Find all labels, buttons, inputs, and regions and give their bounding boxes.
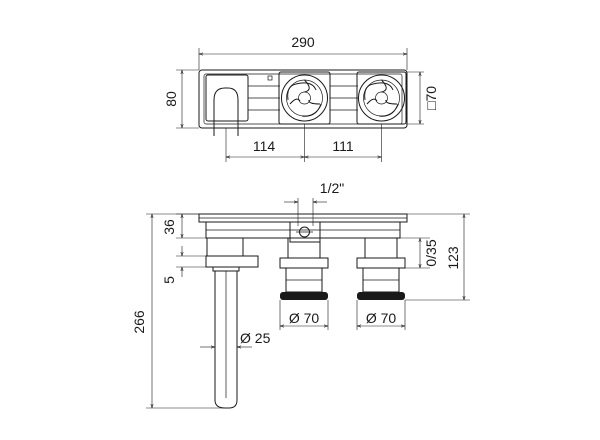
handle-right-knob: [357, 292, 405, 300]
handle-left-top-view: [278, 71, 331, 125]
top-plate-outline: [198, 69, 408, 129]
dimension-0-35: 0/35: [400, 237, 439, 269]
dimension-266-label: 266: [131, 310, 147, 334]
dimension-80-label: 80: [163, 91, 179, 107]
dimension-handle-left-diameter: Ø 70: [279, 300, 329, 330]
dimension-290: 290: [198, 34, 408, 70]
spout-front-view: [205, 237, 259, 409]
dimension-290-label: 290: [291, 34, 315, 50]
front-view: 1/2" 36 5 266 Ø 25: [131, 180, 470, 409]
dimension-handle-left-label: Ø 70: [289, 310, 320, 326]
handle-right-top-view: [356, 71, 407, 125]
dimension-5-label: 5: [161, 276, 177, 284]
dimension-114-label: 114: [253, 138, 276, 154]
dimension-266: 266: [131, 213, 224, 409]
spout-top-view: [205, 74, 249, 136]
water-inlet-connector: [289, 221, 321, 243]
dimension-thread-label: 1/2": [320, 180, 344, 196]
dimension-80: 80: [163, 69, 199, 129]
dimension-spout-diameter: Ø 25: [200, 330, 271, 347]
dimension-111-label: 111: [332, 138, 353, 154]
handle-left-front-view: [279, 237, 329, 300]
dimension-36: 36: [161, 213, 207, 239]
dimension-114-111: 114 111: [225, 124, 382, 162]
dimension-square-70-label: □70: [423, 86, 439, 110]
dimension-36-label: 36: [161, 219, 177, 235]
dimension-handle-right-label: Ø 70: [366, 310, 397, 326]
dimension-5: 5: [161, 246, 206, 284]
top-view: 290 80 □70 114 111: [163, 34, 439, 162]
dimension-123: 123: [405, 213, 470, 301]
handle-left-knob: [280, 292, 328, 300]
dimension-handle-right-diameter: Ø 70: [356, 300, 406, 330]
dimension-spout-diameter-label: Ø 25: [240, 330, 271, 346]
dimension-123-label: 123: [445, 246, 461, 270]
dimension-square-70: □70: [406, 71, 439, 125]
dimension-0-35-label: 0/35: [423, 239, 439, 266]
dimension-thread: 1/2": [284, 180, 344, 226]
handle-right-front-view: [356, 237, 406, 300]
